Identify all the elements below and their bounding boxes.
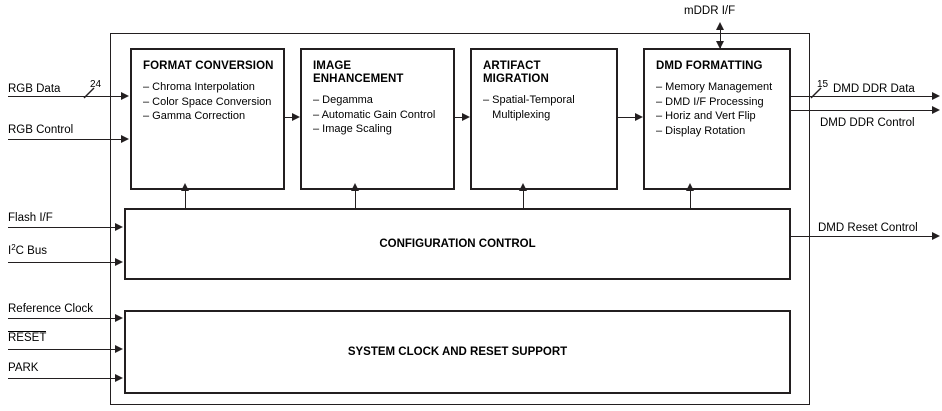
bus-slash-dmd-ddr-data xyxy=(809,86,823,100)
output-label-dmd-ddr-control: DMD DDR Control xyxy=(820,117,915,129)
connector-config-to-am xyxy=(523,190,524,208)
connector-config-to-dmd-arrow xyxy=(685,183,694,191)
bus-width-rgb-data: 24 xyxy=(90,79,102,90)
input-line-reset xyxy=(8,349,116,350)
block-format-conversion: FORMAT CONVERSION – Chroma Interpolation… xyxy=(130,48,285,190)
block-item: – Gamma Correction xyxy=(143,110,246,122)
band-title: SYSTEM CLOCK AND RESET SUPPORT xyxy=(347,346,568,358)
input-line-park xyxy=(8,378,116,379)
connector-config-to-fc xyxy=(185,190,186,208)
input-arrow-reference-clock xyxy=(115,313,123,322)
block-image-enhancement: IMAGE ENHANCEMENT – Degamma – Automatic … xyxy=(300,48,455,190)
mddr-if-arrow-down xyxy=(715,41,724,49)
input-arrow-park xyxy=(115,373,123,382)
block-item: – Automatic Gain Control xyxy=(313,108,436,121)
block-item: – Display Rotation xyxy=(656,124,746,137)
output-arrow-dmd-ddr-data xyxy=(932,91,940,100)
output-arrow-dmd-ddr-control xyxy=(932,105,940,114)
i2c-text: I2C Bus xyxy=(8,243,47,257)
block-item: – Color Space Conversion xyxy=(143,95,272,108)
input-label-flash-if: Flash I/F xyxy=(8,212,53,224)
connector-ie-to-am xyxy=(455,117,463,118)
connector-config-to-fc-arrow xyxy=(180,183,189,191)
block-artifact-migration: ARTIFACT MIGRATION – Spatial-Temporal Mu… xyxy=(470,48,618,190)
block-item: – DMD I/F Processing xyxy=(656,95,764,108)
bus-slash-rgb-data xyxy=(82,86,96,100)
reset-text: RESET xyxy=(8,331,47,344)
band-title: CONFIGURATION CONTROL xyxy=(379,238,536,250)
input-label-reference-clock: Reference Clock xyxy=(8,303,94,315)
block-item: – Horiz and Vert Flip xyxy=(656,110,756,122)
mddr-if-label: mDDR I/F xyxy=(684,5,736,17)
band-system-clock-reset: SYSTEM CLOCK AND RESET SUPPORT xyxy=(124,310,791,394)
input-arrow-rgb-data xyxy=(121,91,129,100)
bus-width-dmd-ddr-data: 15 xyxy=(817,79,829,90)
block-item: – Degamma xyxy=(313,94,373,106)
input-line-i2c-bus xyxy=(8,262,116,263)
connector-fc-to-ie-arrow xyxy=(292,112,300,121)
mddr-if-arrow-up xyxy=(715,22,724,30)
output-line-dmd-ddr-data xyxy=(791,96,933,97)
connector-config-to-dmd xyxy=(690,190,691,208)
input-label-reset: RESET xyxy=(8,331,47,345)
input-line-rgb-control xyxy=(8,139,122,140)
block-item: – Chroma Interpolation xyxy=(143,81,255,93)
block-item: – Memory Management xyxy=(656,81,773,93)
input-arrow-reset xyxy=(115,344,123,353)
output-line-dmd-reset-control xyxy=(791,236,933,237)
output-label-dmd-ddr-data: DMD DDR Data xyxy=(833,83,915,95)
connector-config-to-ie xyxy=(355,190,356,208)
connector-am-to-dmd-arrow xyxy=(635,112,643,121)
output-line-dmd-ddr-control xyxy=(791,110,933,111)
connector-config-to-ie-arrow xyxy=(350,183,359,191)
block-title: IMAGE ENHANCEMENT xyxy=(313,60,404,85)
input-line-reference-clock xyxy=(8,318,116,319)
block-item: – Image Scaling xyxy=(313,123,392,135)
band-configuration-control: CONFIGURATION CONTROL xyxy=(124,208,791,280)
connector-config-to-am-arrow xyxy=(518,183,527,191)
connector-ie-to-am-arrow xyxy=(462,112,470,121)
mddr-chip-entry-line xyxy=(720,33,721,48)
input-label-i2c-bus: I2C Bus xyxy=(8,243,47,258)
connector-am-to-dmd xyxy=(618,117,636,118)
block-item: Multiplexing xyxy=(483,108,551,121)
block-title: FORMAT CONVERSION xyxy=(143,60,274,72)
input-arrow-flash-if xyxy=(115,222,123,231)
input-arrow-rgb-control xyxy=(121,134,129,143)
block-title: ARTIFACT MIGRATION xyxy=(483,60,549,85)
connector-fc-to-ie xyxy=(285,117,293,118)
block-item: – Spatial-Temporal xyxy=(483,94,575,106)
input-line-rgb-data-inner xyxy=(130,96,132,97)
block-title: DMD FORMATTING xyxy=(656,60,763,72)
input-arrow-i2c-bus xyxy=(115,257,123,266)
input-line-flash-if xyxy=(8,227,116,228)
input-label-rgb-data: RGB Data xyxy=(8,83,61,95)
input-line-rgb-data xyxy=(8,96,122,97)
output-arrow-dmd-reset-control xyxy=(932,231,940,240)
output-label-dmd-reset-control: DMD Reset Control xyxy=(818,222,918,234)
input-label-park: PARK xyxy=(8,362,39,374)
input-label-rgb-control: RGB Control xyxy=(8,124,74,136)
block-dmd-formatting: DMD FORMATTING – Memory Management – DMD… xyxy=(643,48,791,190)
